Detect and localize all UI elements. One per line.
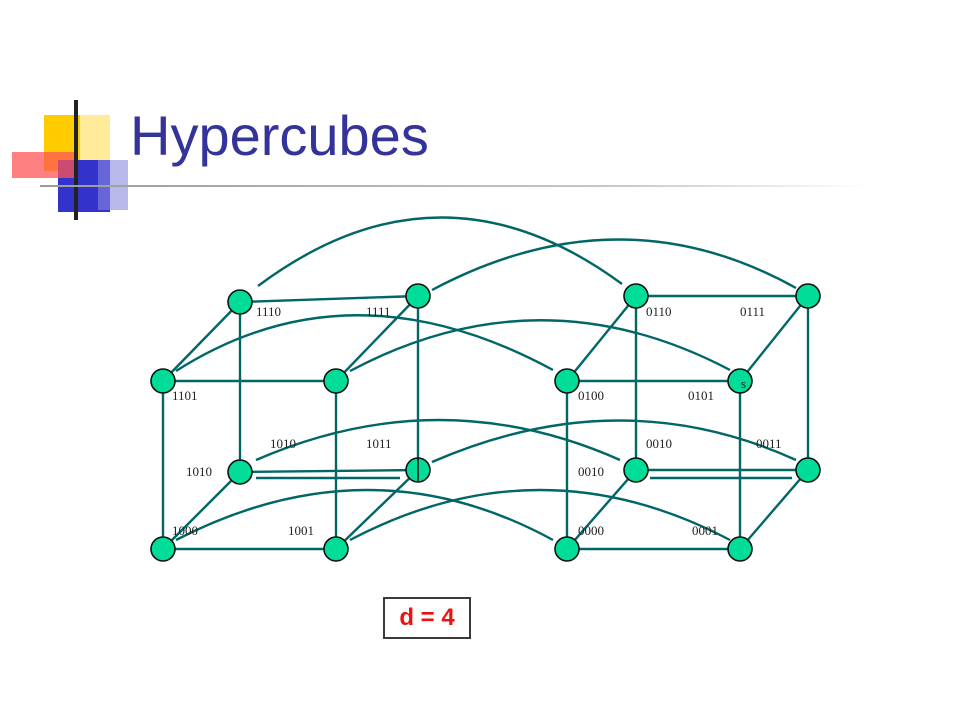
node-0101 — [727, 368, 753, 394]
label-0101: 0101 — [688, 388, 714, 403]
node-1101 — [150, 368, 176, 394]
label-1011: 1011 — [366, 436, 392, 451]
label-0001: 0001 — [692, 523, 718, 538]
dimension-box: d = 4 — [383, 597, 471, 639]
node-labels: 1110 1111 0110 0111 1101 0100 0101 1010 … — [172, 304, 782, 538]
label-1110: 1110 — [256, 304, 281, 319]
node-1000 — [150, 536, 176, 562]
node-1010 — [227, 459, 253, 485]
node-1110 — [227, 289, 253, 315]
label-1001: 1001 — [288, 523, 314, 538]
node-0011 — [795, 457, 821, 483]
dimension-label: d = 4 — [399, 604, 455, 631]
label-0100: 0100 — [578, 388, 604, 403]
label-0000: 0000 — [578, 523, 604, 538]
edges-left-cube — [161, 294, 420, 551]
label-1010-lower: 1010 — [186, 464, 212, 479]
hypercube-nodes — [150, 283, 821, 562]
source-marker: s — [741, 376, 746, 391]
node-0100 — [554, 368, 580, 394]
slide-title: Hypercubes — [130, 104, 429, 167]
node-0010 — [623, 457, 649, 483]
node-0111 — [795, 283, 821, 309]
title-underline — [40, 185, 870, 187]
node-0000 — [554, 536, 580, 562]
edges-cross-cube — [175, 216, 797, 542]
label-1101: 1101 — [172, 388, 198, 403]
label-0110: 0110 — [646, 304, 672, 319]
node-0001 — [727, 536, 753, 562]
label-0010-lower: 0010 — [578, 464, 604, 479]
node-1001 — [323, 536, 349, 562]
node-1111 — [405, 283, 431, 309]
node-0110 — [623, 283, 649, 309]
label-0111: 0111 — [740, 304, 765, 319]
label-1010-upper: 1010 — [270, 436, 296, 451]
label-0011: 0011 — [756, 436, 782, 451]
label-1111: 1111 — [366, 304, 391, 319]
slide-logo-decoration — [12, 100, 128, 220]
node-1100 — [323, 368, 349, 394]
label-0010-upper: 0010 — [646, 436, 672, 451]
label-1000: 1000 — [172, 523, 198, 538]
edges-right-cube — [565, 294, 810, 551]
